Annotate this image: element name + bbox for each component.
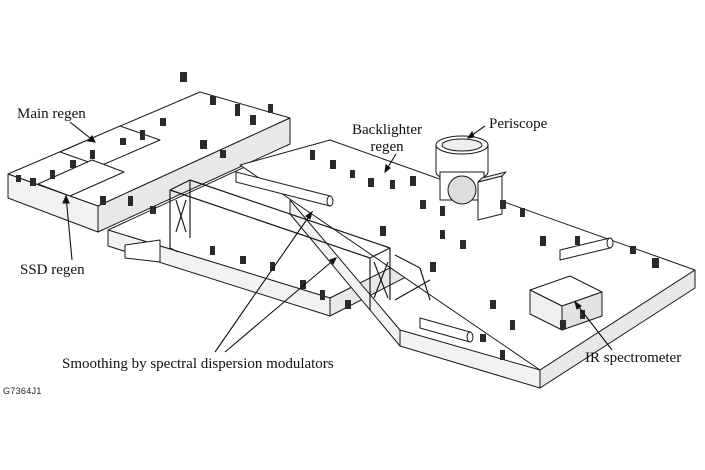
main-regen-enclosure <box>37 125 161 197</box>
smoothing-label: Smoothing by spectral dispersion modulat… <box>62 356 334 372</box>
ir-spectrometer-label: IR spectrometer <box>585 350 682 366</box>
beam-tubes <box>235 171 614 343</box>
optical-components <box>16 72 659 360</box>
periscope-label: Periscope <box>489 116 548 132</box>
backlighter-box <box>477 171 507 221</box>
ssd-regen-label: SSD regen <box>20 262 85 278</box>
gantry-frame <box>169 179 431 310</box>
pointer-lines <box>62 121 613 353</box>
backlighter-regen-label: Backlighter regen <box>352 122 422 156</box>
periscope-cylinder <box>435 135 489 205</box>
figure-id: G7364J1 <box>3 386 42 396</box>
main-regen-label: Main regen <box>17 106 86 122</box>
backlighter-regen-text: Backlighter regen <box>352 122 422 155</box>
